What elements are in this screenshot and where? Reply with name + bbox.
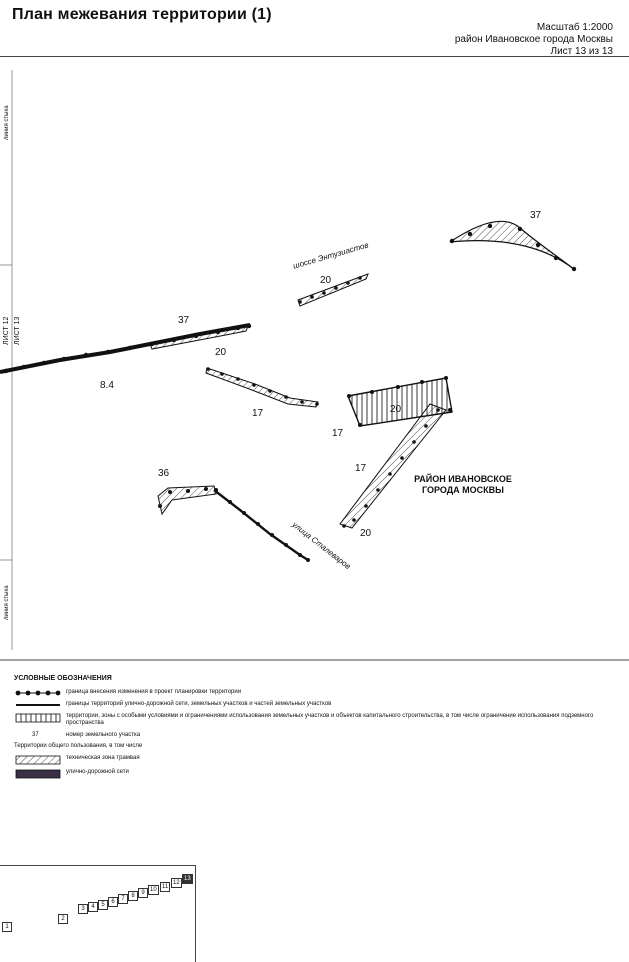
legend-text: территории, зоны с особыми условиями и о… [66,712,594,727]
filled-area-symbol [14,769,66,779]
road-boundary-main[interactable] [0,323,252,374]
parcel-label: 17 [252,408,264,419]
parcel-label: 20 [320,275,332,286]
index-cell[interactable]: 5 [98,900,108,910]
legend-text: номер земельного участка [66,731,141,738]
legend-text: техническая зона трамвая [66,754,140,761]
parcel-label: 20 [390,404,402,415]
index-cell[interactable]: 12 [171,878,182,888]
sheet-index-map: 1 2 3 4 5 6 7 8 9 10 11 12 13 [0,865,196,962]
index-cell-current[interactable]: 13 [182,874,193,884]
solid-line-symbol [14,701,66,709]
district-label-line2: ГОРОДА МОСКВЫ [422,485,504,495]
index-cell[interactable]: 3 [78,904,88,914]
index-cell[interactable]: 9 [138,888,148,898]
index-cell[interactable]: 10 [148,885,159,895]
legend: УСЛОВНЫЕ ОБОЗНАЧЕНИЯ граница внесения из… [14,675,614,783]
index-cell[interactable]: 2 [58,914,68,924]
parcel-label: 36 [158,468,170,479]
index-cell[interactable]: 8 [128,891,138,901]
index-cell[interactable]: 1 [2,922,12,932]
legend-item: улично-дорожной сети [14,769,614,779]
parcel-label: 20 [360,528,372,539]
parcel-label: 37 [530,210,542,221]
header-divider [0,56,629,57]
parcel-label: 20 [215,347,227,358]
legend-title: УСЛОВНЫЕ ОБОЗНАЧЕНИЯ [14,675,112,682]
district-label: РАЙОН ИВАНОВСКОЕ ГОРОДА МОСКВЫ [398,474,528,496]
scale-text: Масштаб 1:2000 [536,22,613,33]
sheet-label-right: ЛИСТ 13 [14,316,21,345]
parcel-label: 8.4 [100,380,114,391]
legend-item: граница внесения изменения в проект план… [14,689,614,697]
parcel-number-symbol: 37 [32,731,39,738]
sheet-label-left: ЛИСТ 12 [3,316,10,345]
district-label-line1: РАЙОН ИВАНОВСКОЕ [414,474,512,484]
legend-item: техническая зона трамвая [14,755,614,765]
diagonal-hatch-symbol [14,755,66,765]
parcel-20-highway[interactable] [297,273,369,307]
junction-label-top: линия стыка [4,105,10,140]
district-text: район Ивановское города Москвы [454,34,613,45]
legend-text: улично-дорожной сети [66,768,129,775]
parcel-boundary-dots [449,223,577,272]
parcel-label: 17 [332,428,344,439]
sheet-number: Лист 13 из 13 [550,46,613,57]
parcel-20-middle[interactable] [205,367,319,408]
vertical-hatch-symbol [14,713,66,723]
index-cell[interactable]: 11 [160,882,171,892]
dotted-boundary-symbol [14,689,66,697]
legend-text: граница внесения изменения в проект план… [66,688,242,695]
legend-text: границы территорий улично-дорожной сети,… [66,700,332,707]
legend-subheading: Территории общего пользования, в том чис… [14,743,143,749]
parcel-36[interactable] [157,485,310,562]
parcel-labels: 37 20 37 20 8.4 17 20 17 17 36 20 [100,210,542,539]
sheet-meta: Масштаб 1:2000 район Ивановское города М… [455,22,613,58]
parcel-17-diagonal[interactable] [339,403,447,529]
parcel-label: 37 [178,315,190,326]
legend-item: территории, зоны с особыми условиями и о… [14,713,614,728]
legend-item: 37 номер земельного участка [14,732,614,740]
parcel-label: 17 [355,463,367,474]
legend-item: границы территорий улично-дорожной сети,… [14,701,614,709]
index-cell[interactable]: 6 [108,897,118,907]
page-title: План межевания территории (1) [12,6,272,23]
junction-label-bottom: линия стыка [4,585,10,620]
index-cell[interactable]: 7 [118,894,128,904]
index-cell[interactable]: 4 [88,902,98,912]
parcel-37-top[interactable] [449,220,577,272]
